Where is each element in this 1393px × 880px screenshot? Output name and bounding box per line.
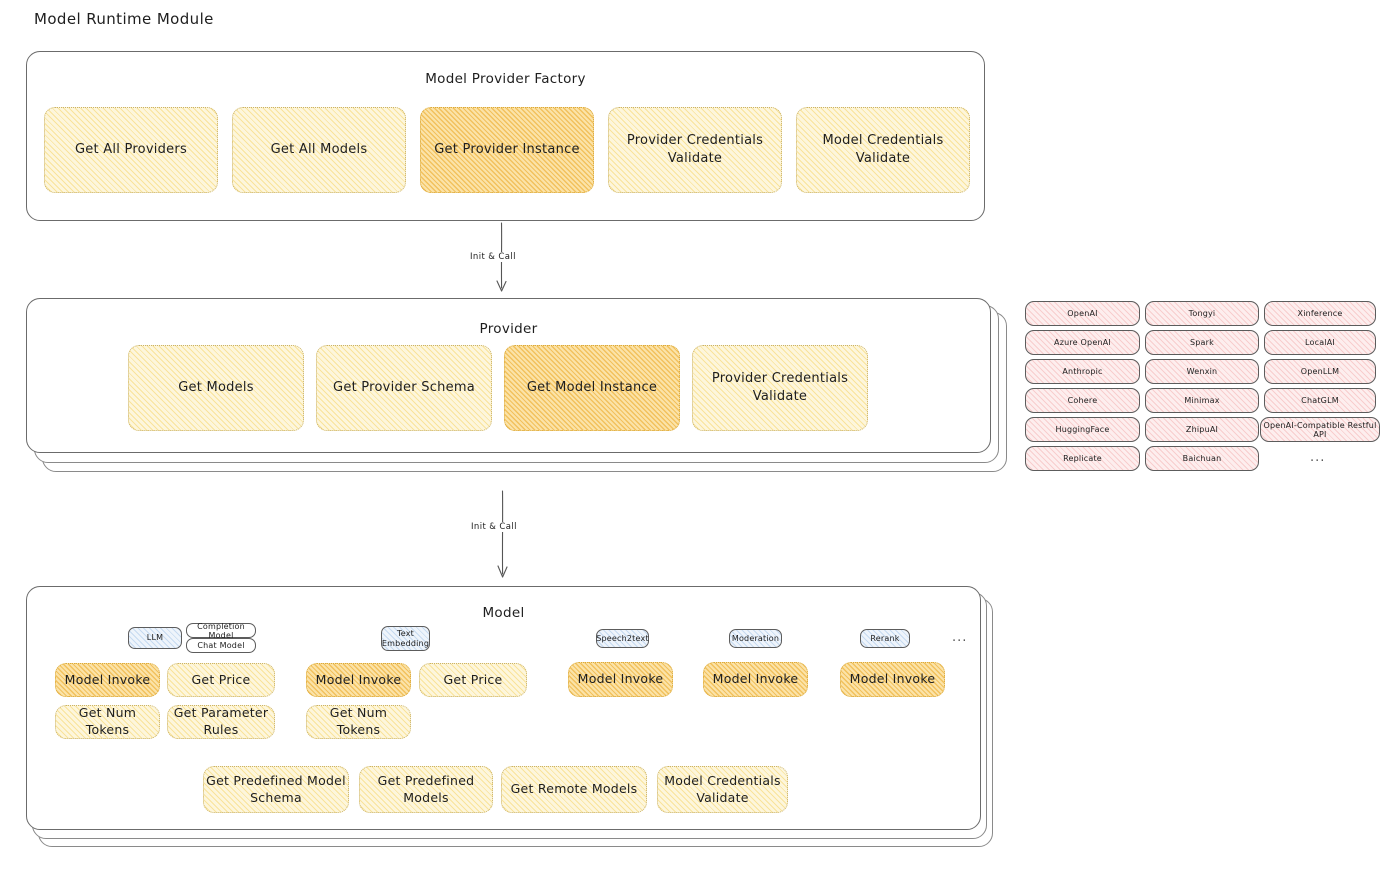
model-type-badge-speech2text[interactable]: Speech2text [596, 629, 649, 648]
arrow-icon [497, 490, 508, 578]
connector-label-2: Init & Call [468, 522, 520, 532]
rerank-method-model-invoke[interactable]: Model Invoke [840, 662, 945, 697]
model-type-badge-rerank[interactable]: Rerank [860, 629, 910, 648]
llm-method-get-price[interactable]: Get Price [167, 663, 275, 697]
model-shared-get-predefined-model-schema[interactable]: Get Predefined Model Schema [203, 766, 349, 813]
factory-box-provider-credentials-validate[interactable]: Provider Credentials Validate [608, 107, 782, 193]
model-type-badge-llm[interactable]: LLM [128, 627, 182, 649]
factory-box-model-credentials-validate[interactable]: Model Credentials Validate [796, 107, 970, 193]
llm-method-get-num-tokens[interactable]: Get Num Tokens [55, 705, 160, 739]
provider-chip-replicate[interactable]: Replicate [1025, 446, 1140, 471]
model-shared-get-remote-models[interactable]: Get Remote Models [501, 766, 647, 813]
connector-factory-to-provider: Init & Call [467, 222, 540, 300]
model-subtype-badge-chat-model[interactable]: Chat Model [186, 638, 256, 653]
model-type-badge-moderation[interactable]: Moderation [729, 629, 782, 648]
provider-chip-spark[interactable]: Spark [1145, 330, 1259, 355]
connector-provider-to-model: Init & Call [468, 490, 540, 586]
text-embedding-method-model-invoke[interactable]: Model Invoke [306, 663, 411, 697]
provider-chip-minimax[interactable]: Minimax [1145, 388, 1259, 413]
factory-box-get-all-providers[interactable]: Get All Providers [44, 107, 218, 193]
provider-chip-openai[interactable]: OpenAI [1025, 301, 1140, 326]
model-types-more: ... [952, 630, 968, 645]
model-title: Model [482, 605, 525, 621]
provider-chip-cohere[interactable]: Cohere [1025, 388, 1140, 413]
provider-chip-wenxin[interactable]: Wenxin [1145, 359, 1259, 384]
provider-list-more: ... [1310, 450, 1326, 465]
model-shared-model-credentials-validate[interactable]: Model Credentials Validate [657, 766, 788, 813]
provider-chip-baichuan[interactable]: Baichuan [1145, 446, 1259, 471]
text-embedding-method-get-price[interactable]: Get Price [419, 663, 527, 697]
provider-title: Provider [479, 321, 538, 337]
text-embedding-method-get-num-tokens[interactable]: Get Num Tokens [306, 705, 411, 739]
provider-box-get-models[interactable]: Get Models [128, 345, 304, 431]
provider-chip-azure-openai[interactable]: Azure OpenAI [1025, 330, 1140, 355]
speech2text-method-model-invoke[interactable]: Model Invoke [568, 662, 673, 697]
page-title: Model Runtime Module [34, 10, 214, 28]
model-type-badge-text-embedding[interactable]: Text Embedding [381, 626, 430, 651]
llm-method-model-invoke[interactable]: Model Invoke [55, 663, 160, 697]
provider-chip-localai[interactable]: LocalAI [1264, 330, 1376, 355]
provider-chip-tongyi[interactable]: Tongyi [1145, 301, 1259, 326]
moderation-method-model-invoke[interactable]: Model Invoke [703, 662, 808, 697]
provider-chip-xinference[interactable]: Xinference [1264, 301, 1376, 326]
factory-title: Model Provider Factory [425, 71, 586, 87]
provider-chip-openai-compatible-restful-api[interactable]: OpenAI-Compatible Restful API [1260, 417, 1380, 442]
provider-box-provider-credentials-validate[interactable]: Provider Credentials Validate [692, 345, 868, 431]
provider-chip-huggingface[interactable]: HuggingFace [1025, 417, 1140, 442]
connector-label-1: Init & Call [467, 252, 519, 262]
provider-chip-openllm[interactable]: OpenLLM [1264, 359, 1376, 384]
factory-box-get-all-models[interactable]: Get All Models [232, 107, 406, 193]
model-shared-get-predefined-models[interactable]: Get Predefined Models [359, 766, 493, 813]
provider-chip-anthropic[interactable]: Anthropic [1025, 359, 1140, 384]
llm-method-get-parameter-rules[interactable]: Get Parameter Rules [167, 705, 275, 739]
provider-chip-zhipuai[interactable]: ZhipuAI [1145, 417, 1259, 442]
provider-box-get-provider-schema[interactable]: Get Provider Schema [316, 345, 492, 431]
provider-chip-chatglm[interactable]: ChatGLM [1264, 388, 1376, 413]
model-subtype-badge-completion-model[interactable]: Completion Model [186, 622, 256, 640]
factory-box-get-provider-instance[interactable]: Get Provider Instance [420, 107, 594, 193]
provider-box-get-model-instance[interactable]: Get Model Instance [504, 345, 680, 431]
